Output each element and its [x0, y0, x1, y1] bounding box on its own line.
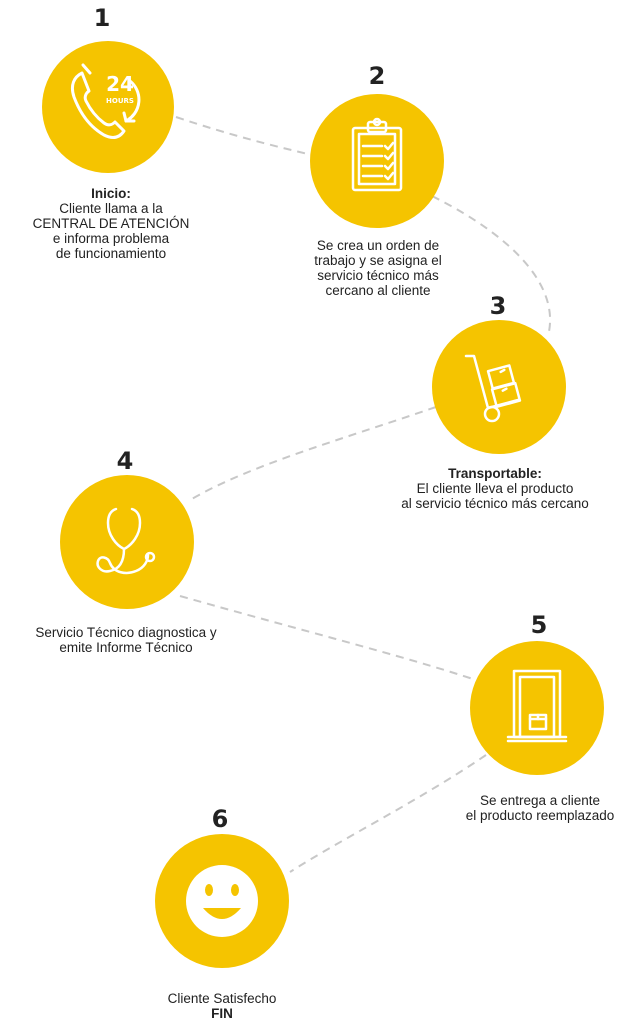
- step-5-caption: Se entrega a cliente el producto reempla…: [440, 793, 623, 823]
- step-1-caption-line: Cliente llama a la: [59, 201, 163, 216]
- step-4-caption-line: Servicio Técnico diagnostica y: [35, 625, 217, 640]
- step-1-caption-bold: Inicio:: [91, 186, 131, 201]
- stethoscope-icon: [96, 507, 156, 575]
- step-6-caption-bold: FIN: [211, 1006, 233, 1021]
- door-box-icon: [506, 669, 568, 743]
- step-number-1: 1: [93, 4, 111, 32]
- step-number-4: 4: [116, 447, 134, 475]
- clipboard-checklist-icon: [351, 117, 403, 192]
- step-3-caption-bold: Transportable:: [448, 466, 542, 481]
- step-2-caption-line: cercano al cliente: [325, 283, 431, 298]
- step-3-caption-line: al servicio técnico más cercano: [401, 496, 589, 511]
- step-6-caption-line: Cliente Satisfecho: [167, 991, 277, 1006]
- step-5-caption-line: el producto reemplazado: [465, 808, 615, 823]
- hand-truck-boxes-icon: [464, 354, 522, 423]
- step-2-caption: Se crea un orden de trabajo y se asigna …: [280, 238, 476, 298]
- 24-hours-phone-icon: 24 HOURS: [70, 63, 141, 140]
- step-1-circle: 24 HOURS: [42, 41, 174, 173]
- step-1-caption: Inicio: Cliente llama a la CENTRAL DE AT…: [0, 186, 222, 261]
- step-1-caption-line: e informa problema: [52, 231, 170, 246]
- step-6-circle: [155, 834, 289, 968]
- step-2-caption-line: trabajo y se asigna el: [314, 253, 442, 268]
- smiley-face-icon: [186, 865, 258, 937]
- connector-4-5: [179, 595, 477, 681]
- step-5-circle: [470, 641, 604, 775]
- step-3-caption: Transportable: El cliente lleva el produ…: [370, 466, 620, 511]
- step-2-caption-line: servicio técnico más: [317, 268, 439, 283]
- step-1-caption-line: CENTRAL DE ATENCIÓN: [32, 216, 190, 231]
- icon-hours-text: HOURS: [106, 97, 134, 105]
- connector-1-2: [175, 116, 313, 156]
- step-3-circle: [432, 320, 566, 454]
- icon-24-text: 24: [106, 72, 134, 96]
- step-2-caption-line: Se crea un orden de: [316, 238, 440, 253]
- step-number-3: 3: [489, 292, 507, 320]
- connector-3-4: [189, 406, 437, 501]
- step-4-circle: [60, 475, 194, 609]
- step-6-caption: Cliente Satisfecho FIN: [122, 991, 322, 1021]
- connector-2-3: [431, 195, 552, 337]
- step-number-6: 6: [211, 805, 229, 833]
- step-5-caption-line: Se entrega a cliente: [479, 793, 601, 808]
- connector-5-6: [289, 754, 487, 873]
- step-3-caption-line: El cliente lleva el producto: [416, 481, 574, 496]
- step-4-caption-line: emite Informe Técnico: [59, 640, 193, 655]
- step-4-caption: Servicio Técnico diagnostica y emite Inf…: [10, 625, 242, 655]
- step-2-circle: [310, 94, 444, 228]
- step-1-caption-line: de funcionamiento: [55, 246, 167, 261]
- step-number-2: 2: [368, 62, 386, 90]
- step-number-5: 5: [530, 611, 548, 639]
